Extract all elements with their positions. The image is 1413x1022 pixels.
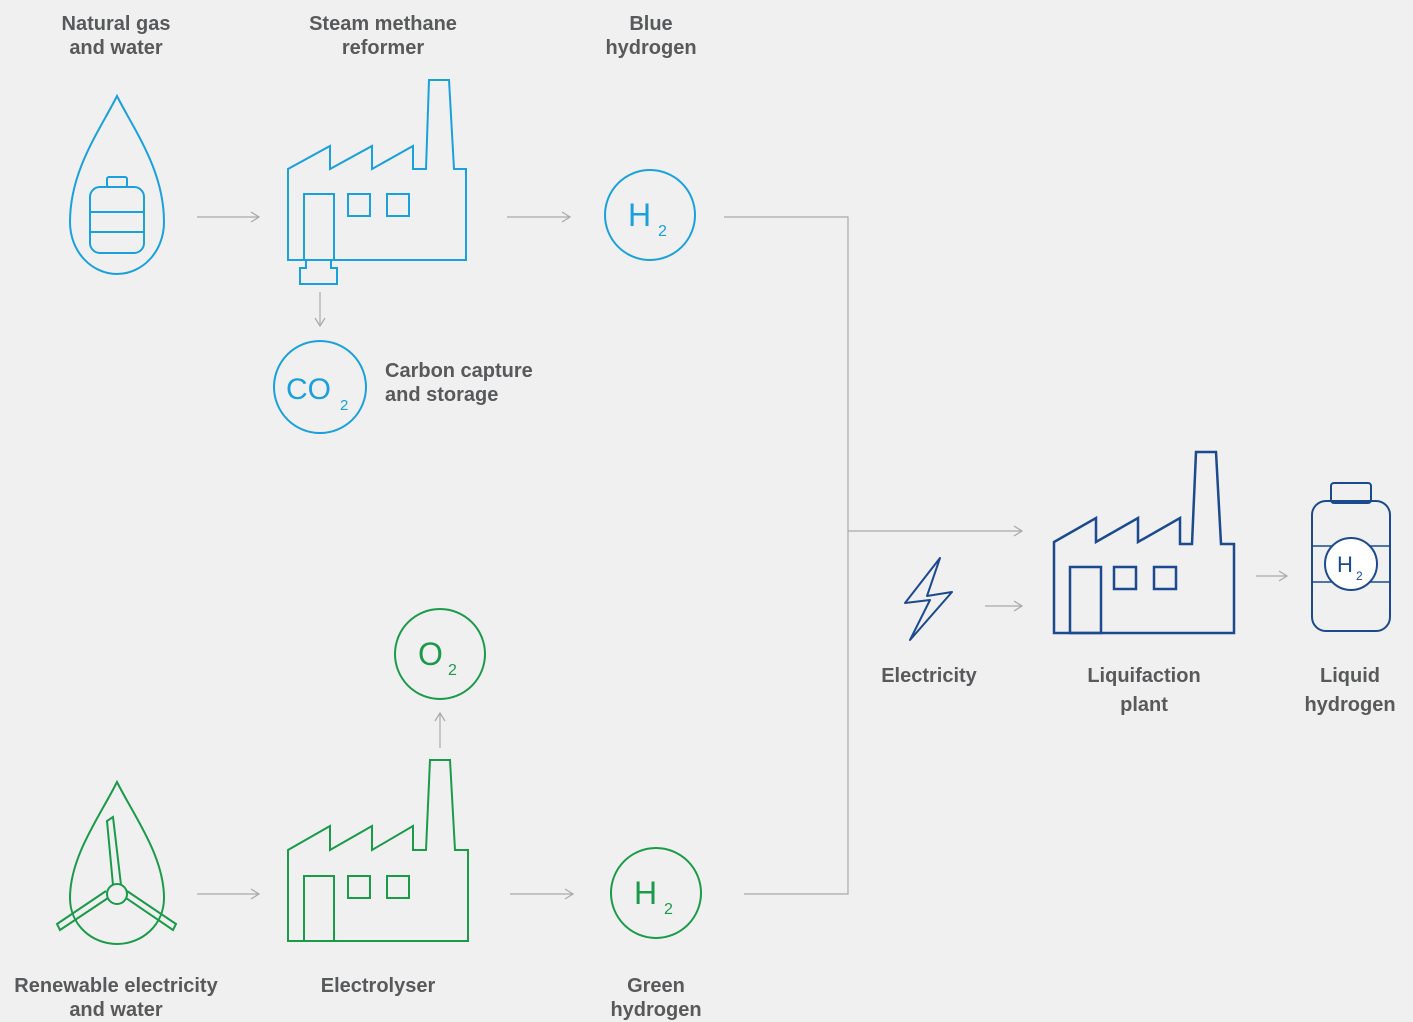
green-hydrogen-label: Green hydrogen bbox=[610, 974, 701, 1022]
arrow-electricity-to-plant bbox=[985, 600, 1024, 612]
natural-gas-label-line2: and water bbox=[69, 37, 163, 59]
smr-label-line1: Steam methane bbox=[309, 13, 457, 35]
factory-icon bbox=[287, 759, 469, 942]
electrolyser-label: Electrolyser bbox=[321, 974, 436, 998]
co2-circle-icon: CO 2 bbox=[273, 340, 367, 434]
ccs-label-line2: and storage bbox=[385, 384, 499, 406]
natural-gas-label: Natural gas and water bbox=[62, 12, 171, 60]
liquid-hydrogen-label-line2: hydrogen bbox=[1304, 694, 1396, 716]
renewable-label: Renewable electricity and water bbox=[14, 974, 217, 1022]
liquid-h2-subscript: 2 bbox=[1356, 569, 1363, 583]
smr-label-line2: reformer bbox=[341, 37, 425, 59]
liquifaction-label-line2: plant bbox=[1120, 694, 1168, 716]
blue-h2-symbol: H bbox=[628, 197, 651, 233]
liquid-h2-symbol: H bbox=[1337, 552, 1353, 577]
arrow-gas-to-smr bbox=[197, 211, 261, 223]
green-h2-subscript: 2 bbox=[664, 901, 673, 918]
arrow-electrolyser-to-o2 bbox=[434, 711, 446, 748]
green-hydrogen-label-line2: hydrogen bbox=[610, 999, 702, 1021]
natural-gas-label-line1: Natural gas bbox=[61, 13, 171, 35]
arrow-smr-to-co2 bbox=[314, 292, 326, 328]
factory-icon bbox=[1052, 450, 1236, 635]
arrow-smr-to-blue-h2 bbox=[507, 211, 572, 223]
electrolyser-label-line1: Electrolyser bbox=[320, 975, 436, 997]
blue-h2-subscript: 2 bbox=[658, 223, 667, 240]
green-hydrogen-label-line1: Green bbox=[627, 975, 685, 997]
blue-hydrogen-label: Blue hydrogen bbox=[605, 12, 696, 60]
arrow-renewable-to-electrolyser bbox=[197, 888, 261, 900]
lightning-bolt-icon bbox=[904, 557, 953, 641]
hydrogen-circle-icon: H 2 bbox=[604, 169, 696, 261]
blue-hydrogen-label-line2: hydrogen bbox=[605, 37, 697, 59]
o2-symbol: O bbox=[418, 636, 443, 672]
electricity-label: Electricity bbox=[881, 664, 977, 688]
liquid-hydrogen-label-line1: Liquid bbox=[1320, 665, 1380, 687]
liquid-hydrogen-label: Liquid hydrogen bbox=[1304, 662, 1395, 720]
connectors bbox=[197, 211, 1289, 900]
ccs-label-line1: Carbon capture bbox=[385, 360, 533, 382]
wind-turbine-droplet-icon bbox=[55, 779, 178, 946]
factory-icon bbox=[287, 79, 467, 285]
co2-symbol: CO bbox=[286, 373, 331, 406]
hydrogen-circle-icon: H 2 bbox=[610, 847, 702, 939]
liquifaction-label: Liquifaction plant bbox=[1087, 662, 1200, 720]
smr-label: Steam methane reformer bbox=[309, 12, 457, 60]
renewable-label-line2: and water bbox=[69, 999, 163, 1021]
green-h2-symbol: H bbox=[634, 875, 657, 911]
gas-droplet-icon bbox=[68, 93, 166, 276]
renewable-label-line1: Renewable electricity bbox=[14, 975, 218, 997]
co2-subscript: 2 bbox=[340, 397, 348, 414]
o2-subscript: 2 bbox=[448, 662, 457, 679]
electricity-label-line1: Electricity bbox=[881, 665, 977, 687]
blue-hydrogen-label-line1: Blue bbox=[629, 13, 673, 35]
liquifaction-label-line1: Liquifaction bbox=[1087, 665, 1201, 687]
arrow-electrolyser-to-green-h2 bbox=[510, 888, 575, 900]
hydrogen-tank-icon: H 2 bbox=[1311, 482, 1391, 632]
ccs-label: Carbon capture and storage bbox=[385, 359, 533, 407]
merge-line bbox=[724, 216, 1024, 895]
arrow-plant-to-liquid-h2 bbox=[1256, 570, 1289, 582]
oxygen-circle-icon: O 2 bbox=[394, 608, 486, 700]
